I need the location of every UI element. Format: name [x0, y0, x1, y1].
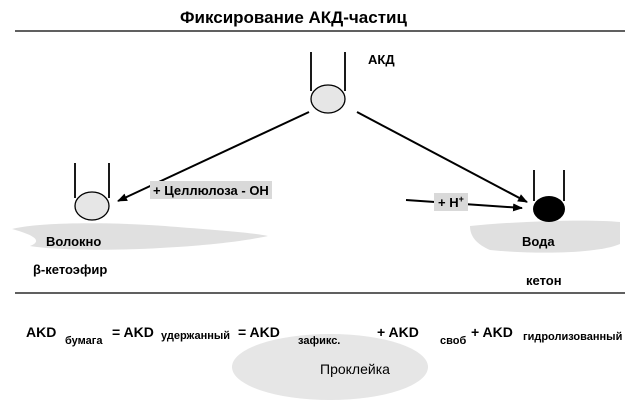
- eq-plus-hydrolyzed: + AKD: [471, 324, 513, 340]
- akd-label: АКД: [368, 52, 395, 67]
- eq-equals-fixed: = AKD: [238, 324, 280, 340]
- eq-sub-fixed: зафикс.: [298, 335, 341, 347]
- water-label: Вода: [522, 234, 555, 249]
- diagram-title: Фиксирование АКД-частиц: [180, 8, 407, 27]
- eq-akd-paper: AKD: [26, 324, 57, 340]
- arrow-to-fiber: [117, 111, 310, 202]
- fiber-label: Волокно: [46, 234, 102, 249]
- sizing-label: Проклейка: [320, 361, 390, 377]
- h-plus-label: + Н+: [434, 193, 468, 211]
- arrow-to-water: [356, 111, 528, 203]
- ketone-label: кетон: [526, 273, 562, 288]
- akd-fiber-particle: [74, 191, 110, 221]
- h-plus-text: + Н: [438, 195, 459, 210]
- beta-ketoester-label: β-кетоэфир: [33, 262, 108, 277]
- eq-equals-retained: = AKD: [112, 324, 154, 340]
- water-surface: [470, 220, 620, 253]
- eq-sub-retained: удержанный: [161, 330, 231, 342]
- eq-plus-free: + AKD: [377, 324, 419, 340]
- cellulose-label: + Целлюлоза - ОН: [150, 181, 272, 199]
- akd-top-particle: [310, 84, 346, 114]
- fiber-surface: [12, 223, 268, 250]
- eq-sub-free: своб: [440, 335, 467, 347]
- h-plus-superscript: +: [458, 194, 464, 204]
- eq-sub-hydrolyzed: гидролизованный: [523, 331, 623, 343]
- eq-sub-paper: бумага: [65, 335, 103, 347]
- sizing-ellipse: [232, 334, 428, 400]
- akd-hydrolyzed-particle: [533, 196, 565, 222]
